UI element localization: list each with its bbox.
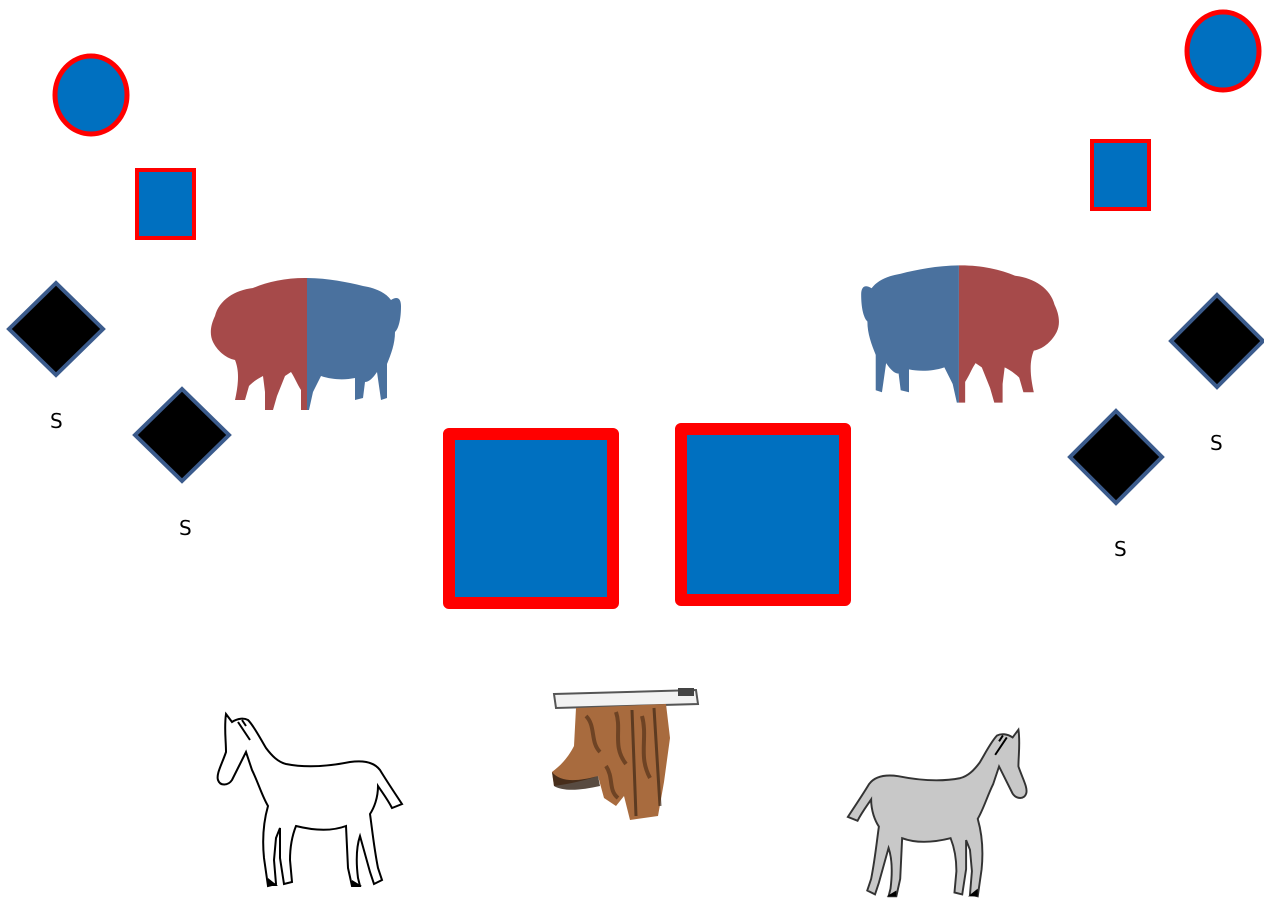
stone-table-icon bbox=[546, 686, 702, 824]
diamond-right-2 bbox=[1066, 408, 1166, 506]
diamond-right-1 bbox=[1167, 292, 1264, 390]
label-s-left-1: S bbox=[50, 411, 63, 431]
label-s-right-1: S bbox=[1210, 433, 1223, 453]
label-s-right-2: S bbox=[1114, 539, 1127, 559]
bison-right-icon bbox=[857, 258, 1065, 408]
bison-left-icon bbox=[205, 272, 405, 414]
large-square-left bbox=[443, 428, 619, 609]
horse-gray-icon bbox=[844, 722, 1032, 904]
horse-white-icon bbox=[212, 708, 406, 892]
large-square-right bbox=[675, 423, 851, 606]
label-s-left-2: S bbox=[179, 518, 192, 538]
right-small-square bbox=[1090, 139, 1151, 211]
left-circle bbox=[50, 52, 132, 138]
left-small-square bbox=[135, 168, 196, 240]
right-circle bbox=[1183, 8, 1263, 94]
diamond-left-1 bbox=[5, 280, 107, 378]
